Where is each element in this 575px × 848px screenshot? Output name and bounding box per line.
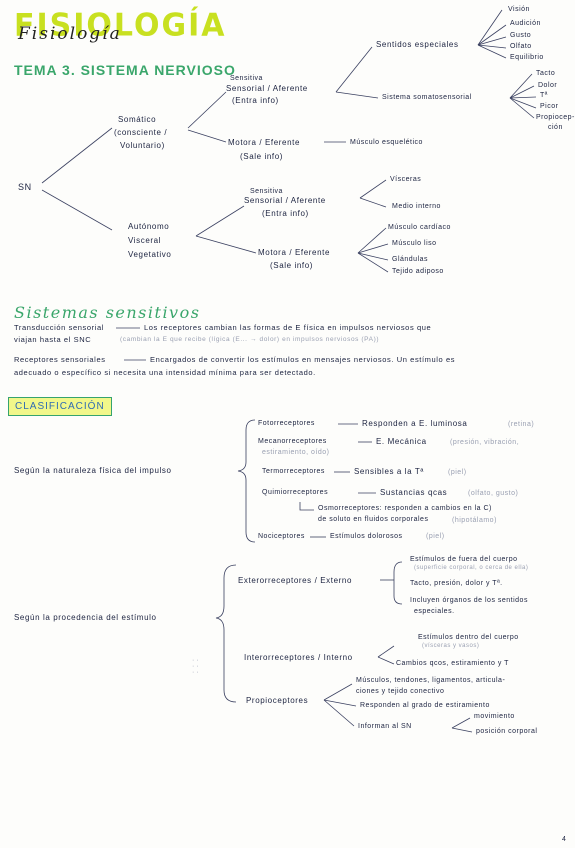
ext-item: Estímulos de fuera del cuerpo [410, 556, 518, 563]
somatic-label-2: (consciente / [114, 128, 168, 137]
receptor-desc: Responden a E. luminosa [362, 419, 468, 428]
prop-item: Músculos, tendones, ligamentos, articula… [356, 677, 506, 684]
somatosensory-item: Tacto [536, 70, 556, 77]
transduction-text: Los receptores cambian las formas de E f… [144, 323, 432, 332]
ext-item: Incluyen órganos de los sentidos [410, 597, 528, 604]
by-origin-label: Según la procedencia del estímulo [14, 613, 157, 622]
autonomic-motor-target: Músculo liso [392, 240, 437, 247]
receptor-desc: Sensibles a la Tª [354, 467, 424, 476]
somatic-motor-l2: (Sale info) [240, 152, 284, 161]
exteroceptors-label: Exterorreceptores / Externo [238, 576, 353, 585]
autonomic-sensory-target: Medio interno [392, 203, 441, 210]
autonomic-motor-l2: (Sale info) [270, 261, 314, 270]
senses-label: Sentidos especiales [376, 40, 459, 49]
somatic-sensory-l2: Sensorial / Aferente [226, 84, 308, 93]
osmo-line1: Osmorreceptores: responden a cambios en … [318, 505, 492, 512]
prop-sub-item: movimiento [474, 713, 515, 720]
somatosensory-label: Sistema somatosensorial [382, 94, 472, 101]
autonomic-sensory-target: Vísceras [390, 176, 422, 183]
somatic-label: Somático [118, 115, 157, 124]
ext-item: especiales. [414, 608, 455, 615]
autonomic-label-3: Vegetativo [128, 250, 172, 259]
osmo-note: (hipotálamo) [452, 517, 497, 524]
receptors-label: Receptores sensoriales [14, 355, 106, 364]
somatosensory-item: Tª [540, 92, 548, 99]
receptor-desc: Estímulos dolorosos [330, 533, 403, 540]
autonomic-motor-target: Tejido adiposo [392, 268, 444, 275]
autonomic-label: Autónomo [128, 222, 170, 231]
int-note: (vísceras y vasos) [422, 643, 480, 649]
osmo-line2: de soluto en fluidos corporales [318, 516, 429, 523]
handwritten-title: Fisiología [18, 24, 122, 44]
sense-item: Gusto [510, 32, 532, 39]
page-marker: 4 [562, 836, 567, 843]
receptor-note: (presión, vibración, [450, 439, 520, 446]
somatosensory-item: Propiocep- [536, 114, 575, 121]
somatosensory-item: ción [548, 124, 563, 131]
transduction-text-2: viajan hasta el SNC [14, 335, 92, 344]
ext-note: (superficie corporal, o cerca de ella) [414, 565, 529, 571]
somatosensory-item: Dolor [538, 82, 558, 89]
receptor-name: Termorreceptores [262, 468, 325, 475]
receptor-note-2: estiramiento, oído) [262, 449, 330, 456]
main-title: FISIOLOGÍA [14, 7, 227, 44]
autonomic-sensory-l2: Sensorial / Aferente [244, 196, 326, 205]
receptor-name: Quimiorreceptores [262, 489, 329, 496]
somatic-sensory-l1: Sensitiva [230, 75, 263, 82]
autonomic-motor-l1: Motora / Eferente [258, 248, 331, 257]
dot-marks: · ·· ·· · [192, 657, 199, 676]
section-heading: Sistemas sensitivos [14, 303, 201, 322]
receptor-desc: E. Mecánica [376, 437, 427, 446]
transduction-note: (cambian la E que recibe (lígica (E... →… [120, 336, 380, 343]
sense-item: Audición [510, 20, 541, 27]
sense-item: Olfato [510, 43, 532, 50]
receptor-note: (olfato, gusto) [468, 490, 519, 497]
autonomic-motor-target: Glándulas [392, 256, 429, 263]
somatic-motor-l1: Motora / Eferente [228, 138, 301, 147]
somatic-motor-target: Músculo esquelético [350, 139, 423, 146]
autonomic-sensory-l1: Sensitiva [250, 188, 283, 195]
autonomic-sensory-l3: (Entra info) [262, 209, 309, 218]
int-item: Estímulos dentro del cuerpo [418, 634, 519, 641]
prop-item: ciones y tejido conectivo [356, 688, 445, 695]
sense-item: Visión [508, 6, 530, 13]
topic-title: TEMA 3. SISTEMA NERVIOSO [14, 62, 236, 78]
prop-item: Informan al SN [358, 723, 412, 730]
receptor-name: Nociceptores [258, 533, 305, 540]
proprioceptors-label: Propioceptores [246, 696, 309, 705]
autonomic-label-2: Visceral [128, 236, 162, 245]
somatic-label-3: Voluntario) [120, 141, 165, 150]
interoceptors-label: Interorreceptores / Interno [244, 653, 353, 662]
receptor-note: (retina) [508, 421, 535, 428]
receptor-note: (piel) [448, 469, 467, 476]
prop-sub-item: posición corporal [476, 728, 538, 735]
somatic-sensory-l3: (Entra info) [232, 96, 279, 105]
receptor-name: Mecanorreceptores [258, 438, 327, 445]
int-item: Cambios qcos, estiramiento y T [396, 660, 509, 667]
receptors-text: Encargados de convertir los estímulos en… [150, 355, 456, 364]
transduction-label: Transducción sensorial [14, 323, 105, 332]
ext-item: Tacto, presión, dolor y Tª. [410, 580, 503, 587]
receptor-desc: Sustancias qcas [380, 488, 448, 497]
autonomic-motor-target: Músculo cardíaco [388, 224, 451, 231]
receptors-text-2: adecuado o específico si necesita una in… [14, 368, 316, 377]
prop-item: Responden al grado de estiramiento [360, 702, 490, 709]
sense-item: Equilibrio [510, 54, 544, 61]
somatosensory-item: Picor [540, 103, 559, 110]
receptor-note: (piel) [426, 533, 445, 540]
root-sn: SN [18, 182, 32, 192]
receptor-name: Fotorreceptores [258, 420, 315, 427]
by-nature-label: Según la naturaleza física del impulso [14, 466, 172, 475]
classification-label: CLASIFICACIÓN [8, 397, 112, 416]
